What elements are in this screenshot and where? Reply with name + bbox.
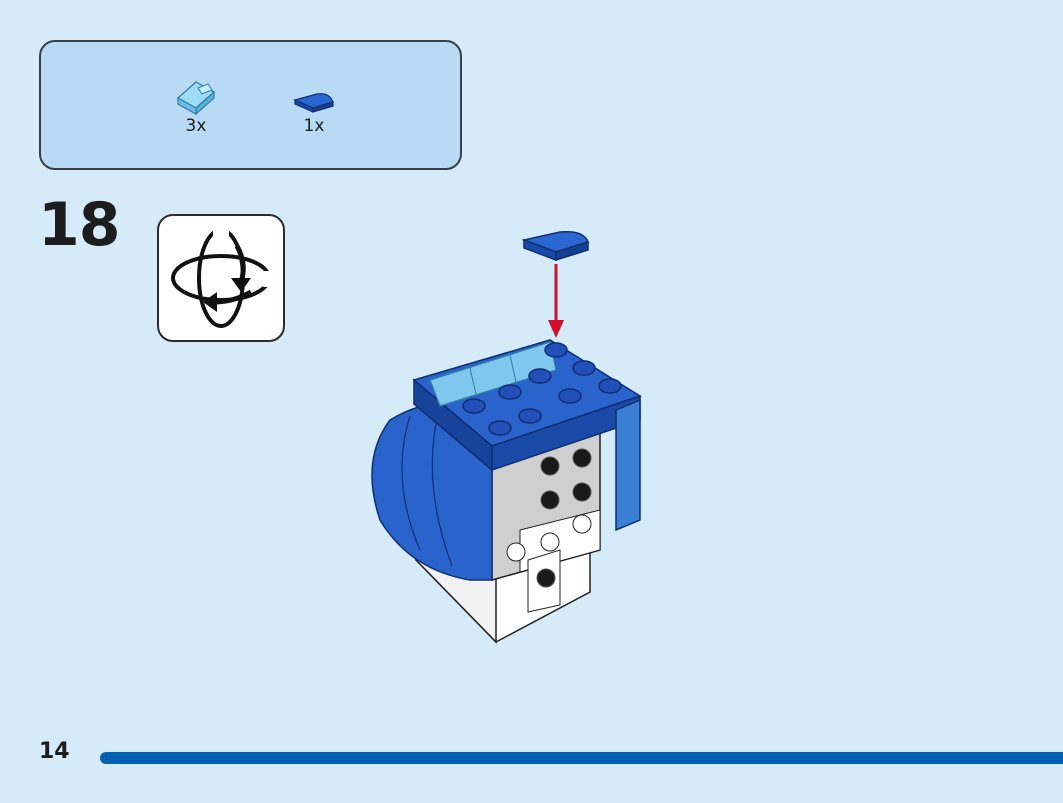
part-item: 1x [289, 86, 339, 136]
blue-quarter-round-tile-icon [293, 93, 334, 113]
part-item: 3x [171, 78, 221, 136]
transparent-slope-bricks [429, 341, 557, 407]
build-step-illustration [360, 220, 660, 654]
part-quantity: 3x [185, 116, 207, 136]
page-progress-bar [100, 752, 1063, 764]
quarter-round-tile-piece [521, 230, 589, 262]
rotate-model-icon [171, 226, 273, 328]
parts-list-panel: 3x 1x [39, 40, 462, 170]
transparent-light-blue-slope-brick-icon [176, 81, 216, 116]
part-quantity: 1x [303, 116, 325, 136]
placement-arrow [548, 264, 564, 338]
step-number: 18 [38, 190, 120, 260]
rotate-model-callout [157, 214, 285, 342]
page-number: 14 [39, 739, 70, 764]
